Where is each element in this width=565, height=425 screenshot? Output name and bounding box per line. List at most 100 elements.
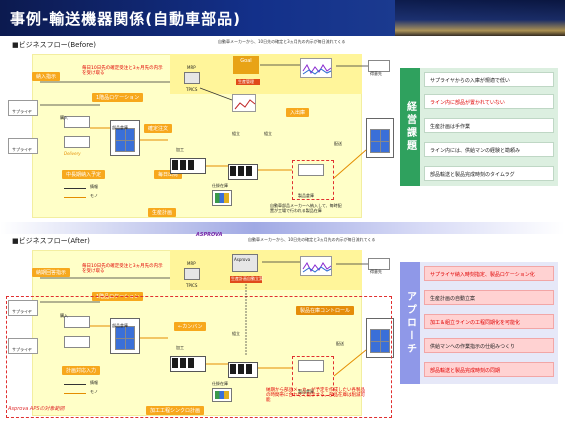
after-legend-info-line bbox=[64, 384, 86, 385]
issue-text: 部品輸送と製品完成時刻のタイムラグ bbox=[430, 172, 515, 178]
before-supplier-1-icon bbox=[8, 100, 38, 116]
after-asprova-monitor-icon bbox=[232, 254, 258, 272]
approach-item: 生産計画の自動立案 bbox=[424, 290, 554, 305]
before-parts-warehouse bbox=[110, 120, 140, 156]
approach-item: 部品輸送と製品完成時刻の同期 bbox=[424, 362, 554, 377]
before-shipping-label: 配送 bbox=[334, 141, 342, 146]
before-customer-label: 得意先 bbox=[370, 71, 382, 76]
approach-text: 加工＆組立ラインの工程同期化を可能化 bbox=[430, 320, 521, 326]
after-customer-truck-icon bbox=[368, 258, 390, 270]
after-assembly-label: 組立 bbox=[232, 331, 240, 336]
before-demand-chart bbox=[300, 58, 332, 78]
before-supplier-2-icon bbox=[8, 138, 38, 154]
approach-text: サプライヤ納入時刻指定、製品ロケーション化 bbox=[430, 272, 535, 278]
after-parts-warehouse bbox=[110, 318, 140, 354]
before-pill-receipt: 入出庫 bbox=[286, 108, 310, 117]
after-legend-info: 情報 bbox=[90, 380, 98, 385]
before-legend-info-line bbox=[64, 188, 86, 189]
after-production-plan-label: 生産計画自動立案 bbox=[231, 276, 263, 281]
before-legend-goods: モノ bbox=[90, 193, 98, 198]
before-product-warehouse-label: 製品倉庫 bbox=[298, 193, 314, 198]
before-pill-customer-orders: 納入指示 bbox=[32, 72, 61, 81]
city-skyline-image bbox=[395, 0, 565, 36]
issue-text: サプライヤからの入庫が規適で低い bbox=[430, 78, 510, 84]
after-demand-chart bbox=[300, 256, 332, 276]
before-customer-warehouse bbox=[366, 118, 394, 158]
approach-item: 加工＆組立ラインの工程同期化を可能化 bbox=[424, 314, 554, 329]
before-material-label: 購入 bbox=[60, 115, 68, 120]
before-legend-info: 情報 bbox=[90, 184, 98, 189]
after-truck-2-icon bbox=[64, 336, 90, 348]
after-product-warehouse-label: 製品倉庫 bbox=[298, 389, 314, 394]
issues-heading: 経営課題 bbox=[400, 68, 420, 186]
before-parts-warehouse-label: 部品倉庫 bbox=[112, 125, 128, 130]
after-pill-process-sync: 加工工程シンクロ計画 bbox=[146, 406, 205, 415]
after-process-machine bbox=[170, 356, 206, 372]
after-production-plan-bar bbox=[230, 276, 262, 283]
before-assembly-label: 組立 bbox=[232, 131, 240, 136]
issue-item: ライン内には、供給マンの経験と勘頼み bbox=[424, 142, 554, 157]
before-bottom-note: 自動車部品メーカーへ納入して、毎時配置が工場で行われる製品在庫 bbox=[270, 203, 342, 213]
after-pill-seq: 製品在庫コントロール bbox=[296, 306, 355, 315]
after-red-note: 毎日10日先の確定受注と3ヵ月先の内示を受け取る bbox=[82, 264, 163, 274]
after-top-note: 自動車メーカーから、10日先の確定と3ヵ月先の内示が毎日流れてくる bbox=[248, 237, 376, 242]
before-goal-label: Goal bbox=[240, 58, 252, 64]
approach-heading: アプローチ bbox=[400, 262, 420, 384]
after-truck-1-icon bbox=[64, 316, 90, 328]
before-supplier-1-label: サプライヤ bbox=[12, 109, 32, 114]
after-pill-customer-orders: 納期回答指示 bbox=[32, 268, 71, 277]
approach-text: 生産計画の自動立案 bbox=[430, 296, 476, 302]
before-supplier-2-label: サプライヤ bbox=[12, 147, 32, 152]
after-parts-warehouse-label: 部品倉庫 bbox=[112, 323, 128, 328]
after-assembly-machine bbox=[228, 362, 258, 378]
after-supplier-2-icon bbox=[8, 338, 38, 354]
issues-panel: サプライヤからの入庫が規適で低い ライン内に部品が置かれていない 生産計画は手作… bbox=[420, 68, 558, 186]
issue-item: 部品輸送と製品完成時刻のタイムラグ bbox=[424, 166, 554, 181]
before-product-truck-icon bbox=[298, 164, 324, 176]
approach-panel: サプライヤ納入時刻指定、製品ロケーション化 生産計画の自動立案 加工＆組立ライン… bbox=[420, 262, 558, 384]
after-asprova-label: Asprova bbox=[234, 257, 251, 262]
before-assembly-label-2: 組立 bbox=[264, 131, 272, 136]
before-truck-2-icon bbox=[64, 136, 90, 148]
before-tpics-label: TPICS bbox=[186, 87, 198, 92]
before-product-warehouse bbox=[292, 160, 334, 200]
after-customer-label: 得意先 bbox=[370, 269, 382, 274]
after-wip-box bbox=[212, 388, 232, 402]
after-tpics-label: TPICS bbox=[186, 283, 198, 288]
after-supplier-2-label: サプライヤ bbox=[12, 347, 32, 352]
before-truck-1-icon bbox=[64, 116, 90, 128]
after-shipping-label: 配送 bbox=[336, 341, 344, 346]
before-pill-fixed-order: 確定注文 bbox=[144, 124, 173, 133]
after-supplier-1-icon bbox=[8, 300, 38, 316]
approach-text: 部品輸送と製品完成時刻の同期 bbox=[430, 368, 501, 374]
before-wip-box bbox=[212, 190, 232, 206]
after-supplier-1-label: サプライヤ bbox=[12, 309, 32, 314]
approach-text: 供給マンへの作業指示の仕組みつくり bbox=[430, 344, 516, 350]
asprova-aps-scope-region bbox=[6, 296, 392, 418]
before-mrp-monitor-icon bbox=[184, 72, 200, 84]
before-production-label: 生産管理 bbox=[238, 79, 254, 84]
before-wip-label: 仕掛在庫 bbox=[212, 183, 228, 188]
after-product-truck-icon bbox=[298, 360, 324, 372]
before-red-note: 毎日10日先の確定受注と3ヵ月先の内示を受け取る bbox=[82, 66, 163, 76]
after-legend-goods: モノ bbox=[90, 389, 98, 394]
issue-text: ライン内には、供給マンの経験と勘頼み bbox=[430, 148, 521, 154]
after-legend-goods-line bbox=[64, 393, 86, 394]
after-process-label: 加工 bbox=[176, 345, 184, 350]
page-title: 事例-輸送機器関係(自動車部品) bbox=[10, 10, 241, 28]
asprova-aps-scope-label: Asprova APSの対象範囲 bbox=[8, 406, 65, 412]
before-goal-box: Goal bbox=[233, 56, 259, 74]
before-pill-forecast: 中長期納入予定 bbox=[62, 170, 106, 179]
customer-truck-icon bbox=[368, 60, 390, 72]
before-delivery-label: Delivery bbox=[64, 151, 81, 156]
asprova-brand-logo: ASPROVA bbox=[196, 232, 223, 238]
after-mrp-label: MRP bbox=[187, 261, 196, 266]
after-flow-arrows bbox=[40, 261, 368, 377]
title-bar: 事例-輸送機器関係(自動車部品) bbox=[0, 0, 565, 36]
after-section-label: ■ビジネスフロー(After) bbox=[12, 237, 90, 245]
before-process-machine bbox=[170, 158, 206, 174]
before-top-note: 自動車メーカーから、10日先の確定と3ヵ月先の内示が毎日流れてくる bbox=[218, 39, 346, 44]
issue-text: ライン内に部品が置かれていない bbox=[430, 100, 505, 106]
after-pill-plan-input: 計画対応入力 bbox=[62, 366, 101, 375]
issue-item: サプライヤからの入庫が規適で低い bbox=[424, 72, 554, 87]
